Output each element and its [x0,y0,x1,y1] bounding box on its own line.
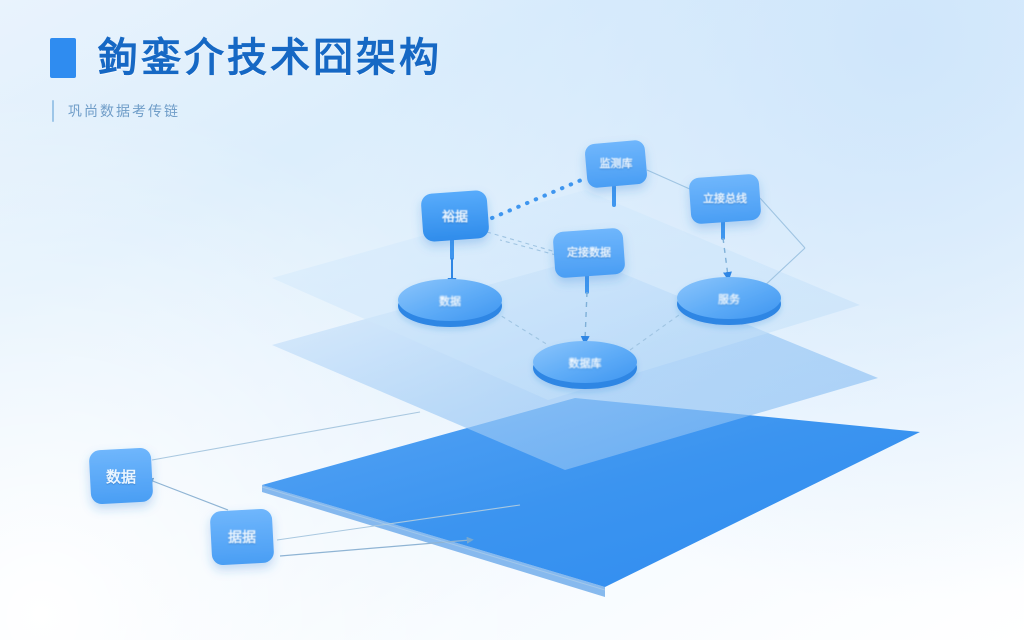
page-header: 鉤銮介技术囧架构 巩尚数据考传链 [50,38,442,122]
node-card-3[interactable] [688,174,761,225]
conn-card6-right [276,504,521,541]
conn-card1-card4 [486,231,557,253]
conn-disc2-disc3 [629,299,701,351]
conn-right-disc3 [759,247,806,291]
node-card-6[interactable] [210,508,275,566]
node-disc-1[interactable] [398,279,502,327]
conn-card6-plane [279,536,474,557]
node-card-1[interactable] [420,190,489,242]
conn-card4-left [499,239,557,256]
connector-group-lower [146,411,606,591]
title-row: 鉤銮介技术囧架构 [50,38,442,78]
subtitle-tick-icon [52,100,54,122]
conn-disc1-disc2 [494,311,549,346]
title-accent-bar [50,38,76,78]
conn-card3-disc3 [722,237,732,281]
conn-card5-topright [151,411,421,461]
node-card-4[interactable] [552,228,625,279]
node-disc-3[interactable] [677,277,781,325]
conn-plane-edge-1 [261,486,606,591]
page-subtitle: 巩尚数据考传链 [68,103,180,119]
layer-top [272,190,860,400]
node-disc-2[interactable] [533,341,637,389]
conn-card6-card5 [146,477,229,511]
conn-card2-card3 [646,169,693,191]
conn-card3-right [759,197,806,249]
connector-group-upper [447,169,806,351]
node-card-5[interactable] [89,447,154,505]
subtitle-row: 巩尚数据考传链 [52,100,442,122]
page-title: 鉤銮介技术囧架构 [98,36,442,80]
node-card-2[interactable] [584,139,648,188]
conn-dotted-card1-card2 [490,176,588,220]
conn-card4-disc2 [580,291,590,345]
